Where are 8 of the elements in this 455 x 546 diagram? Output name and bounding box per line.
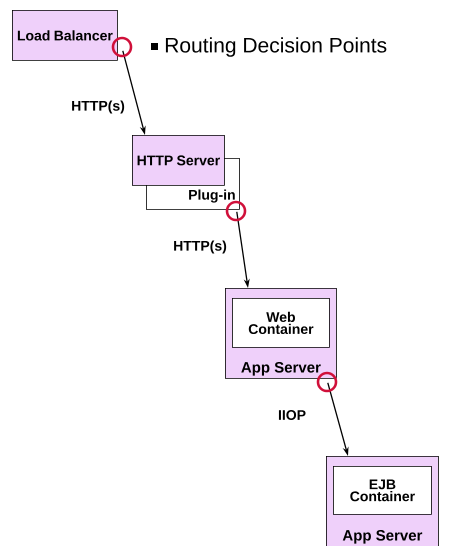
edge-label: HTTP(s) [72, 100, 124, 114]
edge-label: IIOP [278, 410, 306, 420]
container-box: EJB Container [333, 466, 432, 515]
load-balancer-box: Load Balancer [12, 10, 118, 61]
container-box: Web Container [232, 298, 330, 348]
edge-label: HTTP(s) [174, 240, 226, 254]
legend-text: Routing Decision Points [166, 37, 386, 57]
server-box: HTTP Server [132, 135, 225, 186]
